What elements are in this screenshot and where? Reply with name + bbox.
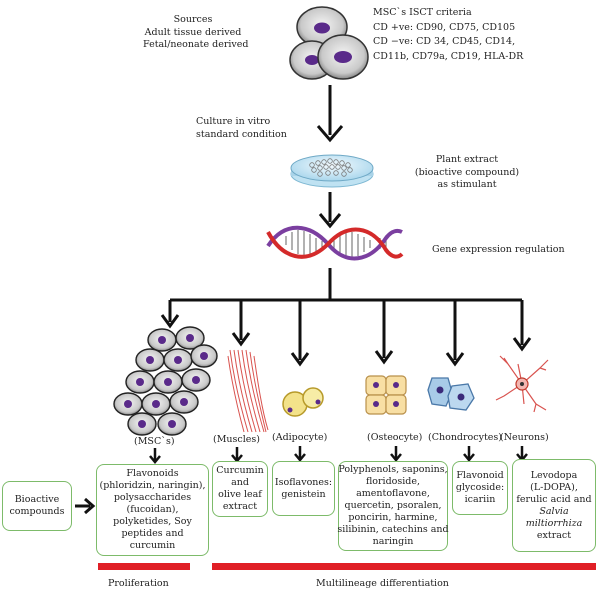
bioactive-compounds-box: Bioactive compounds bbox=[2, 481, 72, 531]
culture-text: Culture in vitro standard condition bbox=[196, 116, 287, 141]
adipocyte-box-line: Isoflavones: bbox=[274, 476, 333, 488]
bioactive-arrow-icon bbox=[75, 497, 96, 515]
culture-line-2: standard condition bbox=[196, 128, 287, 140]
chondrocytes-box-line: glycoside: bbox=[455, 482, 505, 493]
arrow-extract-icon bbox=[318, 192, 342, 229]
chondrocytes-box-line: Flavonoid bbox=[456, 470, 504, 481]
label-neurons: (Neurons) bbox=[500, 432, 549, 443]
petri-dish-icon bbox=[290, 154, 374, 188]
neurons-box-line: Salvia bbox=[539, 505, 569, 517]
sources-line-2: Fetal/neonate derived bbox=[143, 39, 249, 50]
msc-box-line: curcumin bbox=[129, 540, 176, 551]
msc-compounds-box: Flavonoids (phloridzin, naringin), polys… bbox=[96, 464, 209, 556]
neurons-box-line: (L-DOPA), bbox=[530, 481, 578, 493]
label-msc: (MSC`s) bbox=[134, 436, 175, 447]
plant-extract-text: Plant extract (bioactive compound) as st… bbox=[412, 154, 522, 192]
osteocyte-icon bbox=[365, 375, 407, 415]
neurons-box-line: ferulic acid and bbox=[516, 493, 592, 505]
msc-box-line: Flavonoids bbox=[126, 468, 179, 479]
culture-line-1: Culture in vitro bbox=[196, 116, 271, 127]
msc-box-line: (fucoidan), bbox=[126, 504, 179, 515]
criteria-positive: CD +ve: CD90, CD75, CD105 bbox=[373, 21, 516, 33]
label-adipocyte: (Adipocyte) bbox=[272, 432, 328, 443]
muscles-box-line: Curcumin bbox=[216, 465, 264, 476]
msc-cluster-bottom-icon bbox=[113, 326, 218, 436]
proliferation-label: Proliferation bbox=[108, 578, 169, 589]
neuron-icon bbox=[495, 355, 549, 413]
osteocyte-box-line: quercetin, psoralen, bbox=[344, 500, 442, 511]
adipocyte-icon bbox=[282, 387, 324, 417]
neurons-box-line: extract bbox=[536, 529, 572, 541]
branch-connector-icon bbox=[160, 298, 532, 367]
msc-box-line: peptides and bbox=[121, 528, 184, 539]
neurons-compounds-box: Levodopa (L-DOPA), ferulic acid and Salv… bbox=[512, 459, 596, 552]
muscles-box-line: olive leaf bbox=[218, 489, 262, 500]
label-osteocyte: (Osteocyte) bbox=[367, 432, 423, 443]
chondrocytes-compounds-box: Flavonoid glycoside: icariin bbox=[452, 461, 508, 515]
proliferation-bar bbox=[98, 563, 190, 570]
arrow-culture-icon bbox=[316, 85, 344, 143]
osteocyte-box-line: Polyphenols, saponins, bbox=[338, 464, 448, 475]
adipocyte-compounds-box: Isoflavones: genistein bbox=[272, 461, 335, 516]
muscles-box-line: extract bbox=[222, 501, 258, 512]
osteocyte-box-line: silibinin, catechins and bbox=[337, 524, 449, 535]
neurons-box-line: Levodopa bbox=[530, 469, 578, 481]
gene-expression-text: Gene expression regulation bbox=[432, 244, 565, 255]
plant-extract-line-1: Plant extract bbox=[435, 154, 499, 165]
criteria-negative-1: CD −ve: CD 34, CD45, CD14, bbox=[373, 36, 516, 47]
msc-box-line: polysaccharides bbox=[113, 492, 192, 503]
bioactive-line-1: Bioactive bbox=[14, 494, 60, 505]
label-chondrocytes: (Chondrocytes) bbox=[428, 432, 502, 443]
osteocyte-compounds-box: Polyphenols, saponins, floridoside, amen… bbox=[337, 461, 449, 551]
sources-title: Sources bbox=[173, 14, 213, 25]
sources-line-1: Adult tissue derived bbox=[144, 26, 242, 38]
criteria-title: MSC`s ISCT criteria bbox=[373, 7, 472, 18]
osteocyte-box-line: naringin bbox=[372, 536, 414, 547]
bioactive-line-2: compounds bbox=[9, 506, 65, 517]
adipocyte-box-line: genistein bbox=[281, 488, 326, 500]
msc-box-line: (phloridzin, naringin), bbox=[99, 480, 206, 491]
criteria-negative-2: CD11b, CD79a, CD19, HLA-DR bbox=[373, 50, 524, 62]
chondrocytes-box-line: icariin bbox=[464, 494, 496, 505]
msc-cluster-top-icon bbox=[289, 6, 369, 80]
neurons-box-line: miltiorrhiza bbox=[525, 517, 583, 529]
differentiation-label: Multilineage differentiation bbox=[316, 578, 449, 589]
muscles-box-line: and bbox=[231, 477, 249, 488]
chondrocytes-icon bbox=[427, 377, 475, 411]
label-muscles: (Muscles) bbox=[213, 434, 260, 445]
isct-criteria-text: MSC`s ISCT criteria CD +ve: CD90, CD75, … bbox=[373, 7, 523, 63]
small-arrows-icon bbox=[149, 446, 528, 464]
differentiation-bar bbox=[212, 563, 596, 570]
msc-box-line: polyketides, Soy bbox=[113, 516, 192, 527]
dna-helix-icon bbox=[266, 225, 404, 261]
plant-extract-line-2: (bioactive compound) bbox=[414, 166, 520, 178]
osteocyte-box-line: amentoflavone, bbox=[356, 488, 430, 499]
osteocyte-box-line: floridoside, bbox=[365, 476, 421, 487]
plant-extract-line-3: as stimulant bbox=[437, 179, 497, 190]
muscles-compounds-box: Curcumin and olive leaf extract bbox=[212, 461, 268, 517]
muscle-fibers-icon bbox=[227, 349, 269, 433]
osteocyte-box-line: poncirin, harmine, bbox=[348, 512, 438, 523]
sources-text: Sources Adult tissue derived Fetal/neona… bbox=[143, 14, 249, 52]
